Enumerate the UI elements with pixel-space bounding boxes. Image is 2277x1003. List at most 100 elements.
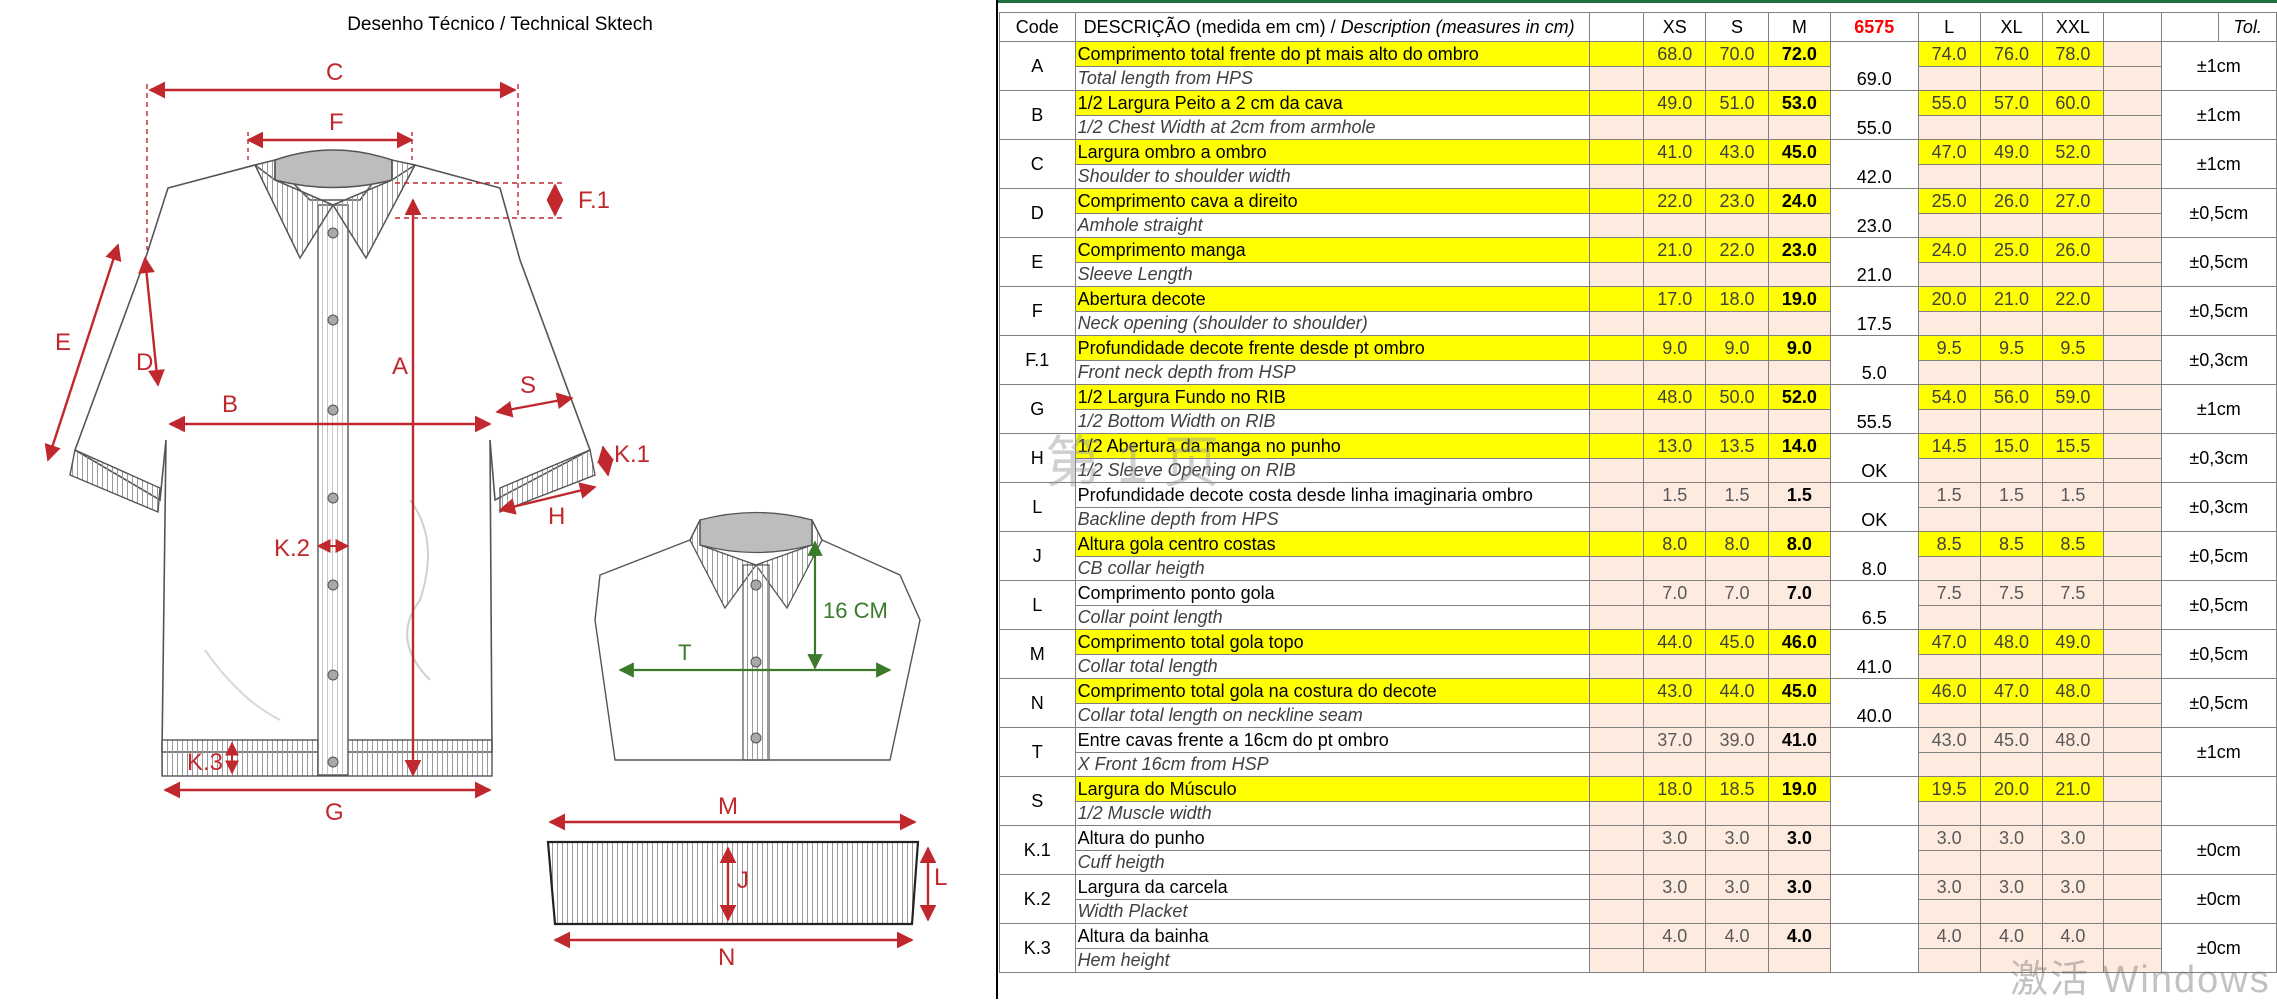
spec-row-translation: Width Placket — [1000, 899, 2277, 924]
value-xs: 8.0 — [1643, 531, 1707, 557]
spec-row-translation: Collar total length — [1000, 654, 2277, 679]
header-size-s: S — [1705, 12, 1769, 42]
value-xxl: 49.0 — [2042, 629, 2104, 655]
dim-label-A: A — [392, 353, 408, 380]
value-xl: 20.0 — [1979, 776, 2044, 802]
spec-row-translation: 1/2 Chest Width at 2cm from armhole — [1000, 115, 2277, 140]
measurement-spec-table: Code DESCRIÇÃO (medida em cm) / Descript… — [999, 12, 2277, 973]
collar-dimension-lines — [548, 813, 937, 949]
tolerance: ±1cm — [2160, 90, 2277, 140]
measure-description-pt: Largura ombro a ombro — [1074, 139, 1590, 165]
value-xxl: 27.0 — [2042, 188, 2104, 214]
garment-drawing: C F F.1 E D B A S K.1 H K.2 K.3 G M J L … — [44, 59, 947, 971]
value-s: 22.0 — [1705, 237, 1769, 263]
measure-description-pt: Comprimento manga — [1074, 237, 1590, 263]
value-l: 43.0 — [1917, 727, 1981, 753]
value-sample: OK — [1830, 482, 1919, 532]
measure-description-pt: Largura da carcela — [1074, 874, 1590, 900]
value-xl: 9.5 — [1979, 335, 2044, 361]
value-xl: 47.0 — [1979, 678, 2044, 704]
dim-label-B: B — [222, 391, 238, 418]
value-sample: 5.0 — [1830, 335, 1919, 385]
measure-description-en: Amhole straight — [1074, 213, 1590, 238]
measure-code: D — [999, 188, 1076, 238]
value-m: 23.0 — [1767, 237, 1832, 263]
header-size-l: L — [1917, 12, 1981, 42]
value-sample — [1830, 923, 1919, 973]
value-xs: 49.0 — [1643, 90, 1707, 116]
measure-description-en: Shoulder to shoulder width — [1074, 164, 1590, 189]
value-xxl: 4.0 — [2042, 923, 2104, 949]
dim-label-F1: F.1 — [578, 187, 610, 214]
spec-row-translation: Total length from HPS — [1000, 66, 2277, 91]
value-s: 39.0 — [1705, 727, 1769, 753]
spec-row-translation: CB collar heigth — [1000, 556, 2277, 581]
value-sample — [1830, 776, 1919, 826]
value-l: 24.0 — [1917, 237, 1981, 263]
value-l: 7.5 — [1917, 580, 1981, 606]
value-sample: 21.0 — [1830, 237, 1919, 287]
dim-label-J: J — [737, 867, 749, 894]
tolerance: ±0,5cm — [2160, 629, 2277, 679]
detail-collar — [689, 511, 823, 610]
measure-description-en: 1/2 Muscle width — [1074, 801, 1590, 826]
measure-description-pt: Comprimento total frente do pt mais alto… — [1074, 41, 1590, 67]
dim-label-G: G — [325, 799, 344, 826]
value-xxl: 48.0 — [2042, 678, 2104, 704]
measure-description-pt: 1/2 Largura Peito a 2 cm da cava — [1074, 90, 1590, 116]
measure-description-pt: Abertura decote — [1074, 286, 1590, 312]
spec-row-translation: Front neck depth from HSP — [1000, 360, 2277, 385]
value-m: 7.0 — [1767, 580, 1832, 606]
header-size-xs: XS — [1643, 12, 1707, 42]
measure-code: K.3 — [999, 923, 1076, 973]
measure-code: J — [999, 531, 1076, 581]
value-m: 52.0 — [1767, 384, 1832, 410]
value-s: 45.0 — [1705, 629, 1769, 655]
measure-code: M — [999, 629, 1076, 679]
spec-row-translation: Neck opening (shoulder to shoulder) — [1000, 311, 2277, 336]
value-s: 4.0 — [1705, 923, 1769, 949]
window-top-strip — [0, 0, 2277, 3]
value-xl: 1.5 — [1979, 482, 2044, 508]
value-xxl: 60.0 — [2042, 90, 2104, 116]
value-xxl: 52.0 — [2042, 139, 2104, 165]
value-l: 55.0 — [1917, 90, 1981, 116]
spec-row-translation: Sleeve Length — [1000, 262, 2277, 287]
value-xxl: 48.0 — [2042, 727, 2104, 753]
value-xl: 3.0 — [1979, 874, 2044, 900]
measure-description-en: 1/2 Bottom Width on RIB — [1074, 409, 1590, 434]
value-xxl: 15.5 — [2042, 433, 2104, 459]
tolerance: ±0,5cm — [2160, 286, 2277, 336]
value-m: 24.0 — [1767, 188, 1832, 214]
value-l: 4.0 — [1917, 923, 1981, 949]
value-l: 14.5 — [1917, 433, 1981, 459]
measure-code: N — [999, 678, 1076, 728]
value-m: 46.0 — [1767, 629, 1832, 655]
measure-code: B — [999, 90, 1076, 140]
value-xs: 3.0 — [1643, 825, 1707, 851]
value-l: 25.0 — [1917, 188, 1981, 214]
value-sample: 40.0 — [1830, 678, 1919, 728]
value-sample: 6.5 — [1830, 580, 1919, 630]
value-xs: 3.0 — [1643, 874, 1707, 900]
tolerance: ±1cm — [2160, 41, 2277, 91]
dim-label-K2: K.2 — [274, 535, 310, 562]
activate-windows-watermark: 激活 Windows — [2010, 959, 2271, 1001]
dim-label-D: D — [136, 349, 153, 376]
measure-code: T — [999, 727, 1076, 777]
value-l: 54.0 — [1917, 384, 1981, 410]
dim-label-L: L — [934, 864, 947, 891]
value-xxl: 1.5 — [2042, 482, 2104, 508]
measure-description-pt: Comprimento total gola topo — [1074, 629, 1590, 655]
value-xs: 17.0 — [1643, 286, 1707, 312]
value-l: 47.0 — [1917, 629, 1981, 655]
tolerance: ±0cm — [2160, 923, 2277, 973]
value-m: 41.0 — [1767, 727, 1832, 753]
value-xs: 1.5 — [1643, 482, 1707, 508]
